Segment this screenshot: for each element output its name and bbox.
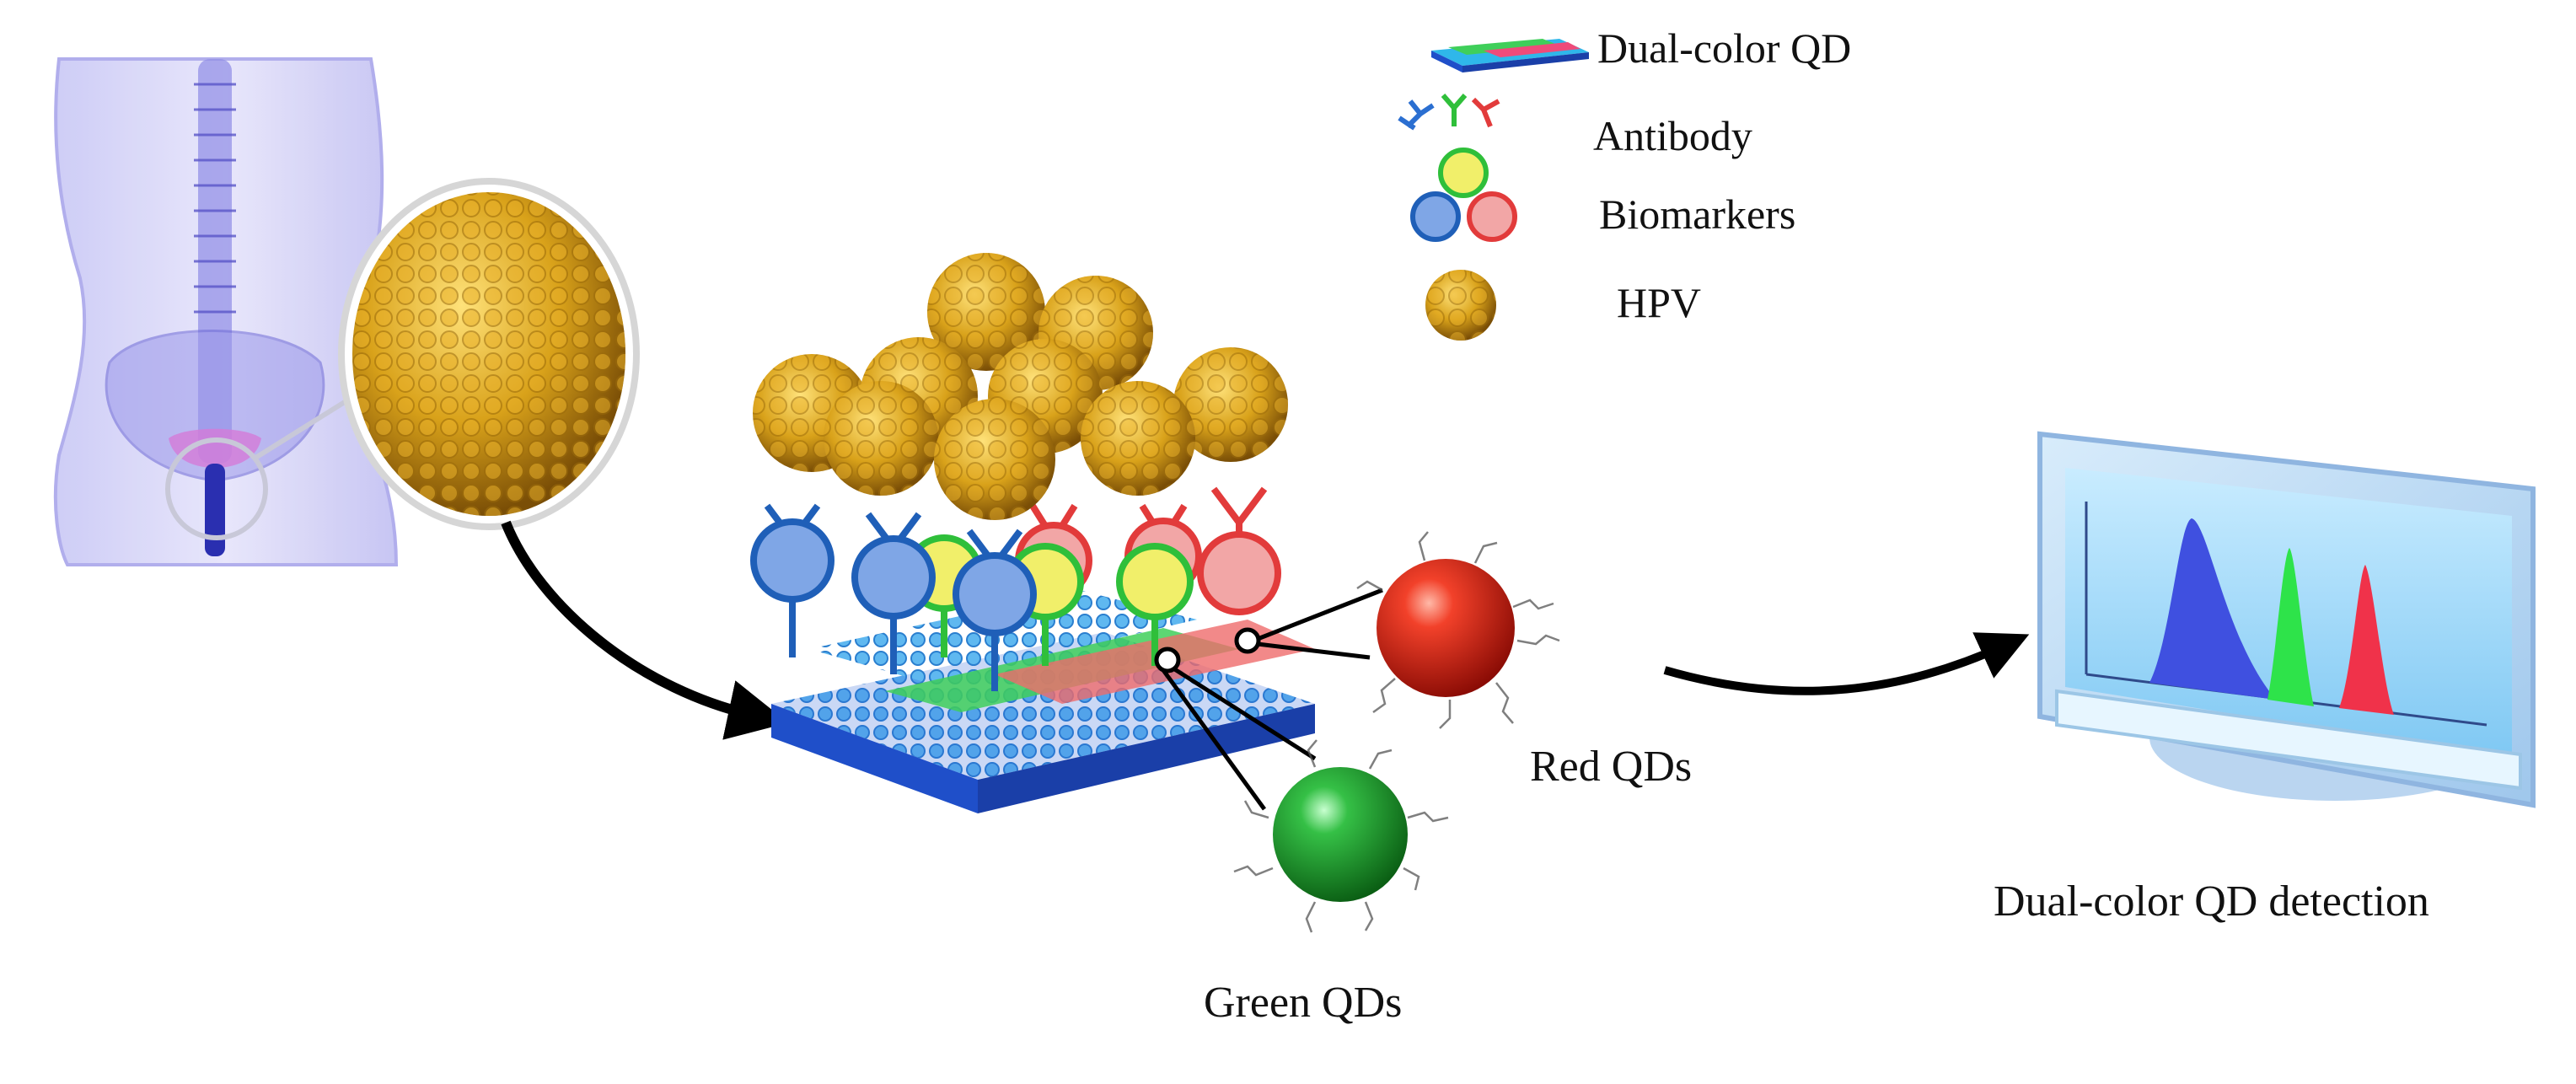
hpv-particle-cluster xyxy=(753,253,1288,520)
green-qd xyxy=(1233,739,1449,933)
qd-connectors xyxy=(1154,588,1383,811)
detection-monitor xyxy=(2037,431,2536,808)
arrow-to-sensor xyxy=(501,520,789,740)
legend-hpv-label: HPV xyxy=(1617,279,1702,326)
detection-label: Dual-color QD detection xyxy=(1994,877,2429,926)
red-qd xyxy=(1356,531,1560,729)
ligand-decoration xyxy=(1356,531,1560,729)
red-qds-label: Red QDs xyxy=(1530,743,1693,791)
green-qds-label: Green QDs xyxy=(1204,979,1403,1027)
legend-dual-color-qd-label: Dual-color QD xyxy=(1597,24,1852,72)
dual-color-qd-icon xyxy=(1431,39,1589,72)
red-peak xyxy=(2339,565,2394,715)
legend xyxy=(1398,39,1589,341)
antibody-icon xyxy=(1398,94,1500,131)
legend-antibody-label: Antibody xyxy=(1593,112,1752,159)
hpv-icon xyxy=(1425,270,1496,341)
green-peak xyxy=(2267,548,2314,706)
legend-biomarkers-label: Biomarkers xyxy=(1599,191,1796,238)
blue-peak xyxy=(2149,518,2276,700)
arrow-to-detector xyxy=(1663,632,2030,695)
antibody-biomarker-layer xyxy=(750,486,1281,691)
biomarkers-icon xyxy=(1410,148,1517,242)
ligand-decoration xyxy=(1233,739,1449,933)
hpv-magnified-view xyxy=(338,178,640,530)
